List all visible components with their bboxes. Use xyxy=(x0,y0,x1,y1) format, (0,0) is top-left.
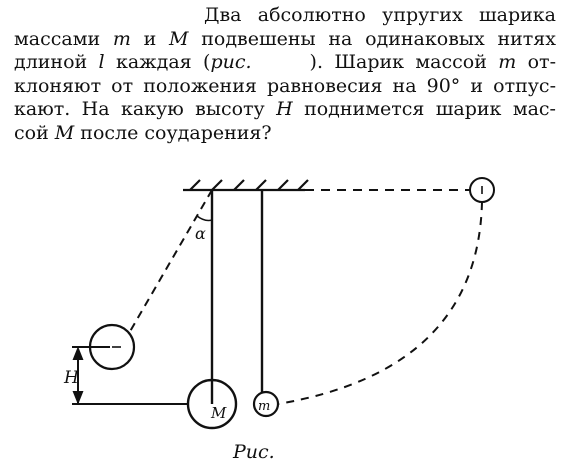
ceiling-hatch xyxy=(277,179,289,191)
ceiling-hatch xyxy=(297,179,309,191)
arrow-up xyxy=(72,346,84,360)
text-run: поднимется шарик мас- xyxy=(292,98,556,120)
text-run: подвешены на одинаковых нитях xyxy=(188,27,556,50)
problem-line-6: сой M после соударения? xyxy=(14,122,556,146)
var-H: H xyxy=(276,98,293,120)
ceiling-hatch xyxy=(255,179,267,191)
text-run: после соударения? xyxy=(74,121,272,144)
var-m: m xyxy=(498,51,517,73)
ceiling-hatch xyxy=(189,179,201,191)
text-run: ). Шарик массой xyxy=(309,51,499,73)
problem-line-2: массами m и M подвешены на одинаковых ни… xyxy=(14,28,556,52)
problem-line-5: кают. На какую высоту H поднимется шарик… xyxy=(14,98,556,122)
pendulum-figure: α H M m xyxy=(63,177,495,430)
text-run: длиной xyxy=(14,51,99,73)
figure-caption: Рис. xyxy=(233,441,275,463)
arrow-down xyxy=(72,391,84,405)
var-l: l xyxy=(98,51,105,73)
figure-ref: рис. xyxy=(210,51,252,73)
ceiling-hatch xyxy=(211,179,223,191)
problem-line-4: клоняют от положения равновесия на 90° и… xyxy=(14,74,556,97)
text-run: от- xyxy=(516,51,556,73)
var-M: M xyxy=(54,121,75,144)
ceiling-support xyxy=(183,179,309,192)
ceiling-hatch xyxy=(233,179,245,191)
label-m: m xyxy=(258,399,270,414)
text-run: и xyxy=(130,27,170,50)
var-m: m xyxy=(112,27,131,50)
height-marker xyxy=(72,346,190,405)
ball-m xyxy=(252,390,280,418)
text-run: массами xyxy=(14,27,113,50)
label-alpha: α xyxy=(195,224,206,243)
text-run: каждая ( xyxy=(104,51,211,73)
problem-line-3: длиной l каждая (рис. ). Шарик массой m о… xyxy=(14,51,556,75)
label-H: H xyxy=(63,368,80,388)
thread-M-deflected xyxy=(120,189,213,348)
var-M: M xyxy=(169,27,189,50)
angle-arc xyxy=(196,215,213,222)
text-run: кают. На какую высоту xyxy=(14,98,277,120)
problem-text: Два абсолютно упругих шарика массами m и… xyxy=(14,4,556,145)
text-run: сой xyxy=(14,121,55,144)
label-M: M xyxy=(210,404,227,422)
problem-line-1: Два абсолютно упругих шарика xyxy=(204,4,556,26)
trajectory-m xyxy=(277,201,483,405)
